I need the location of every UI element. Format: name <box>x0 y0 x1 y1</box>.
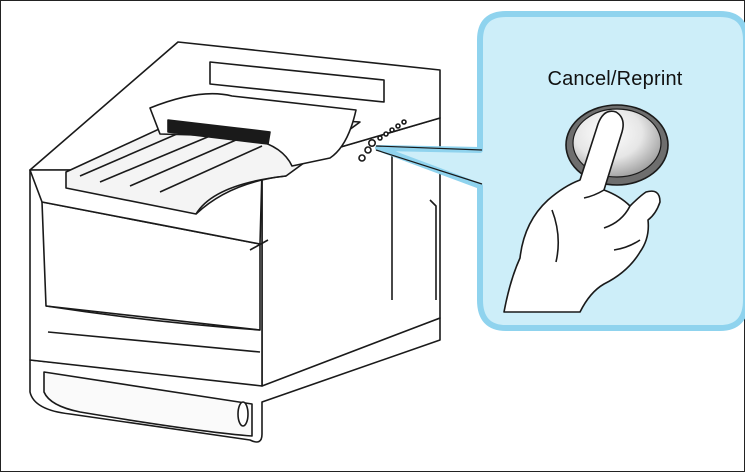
printer-illustration <box>30 42 440 442</box>
cancel-reprint-label: Cancel/Reprint <box>500 68 730 91</box>
tray-handle <box>238 402 248 426</box>
